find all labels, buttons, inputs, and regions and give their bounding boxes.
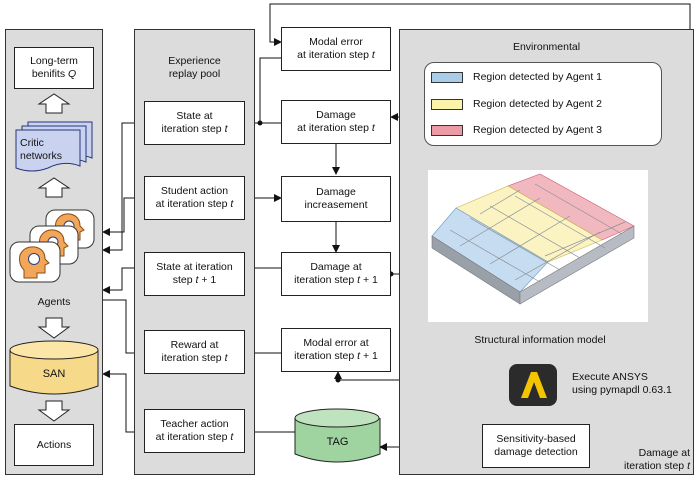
sensitivity-detection-box: Sensitivity-based damage detection <box>482 424 590 468</box>
environmental-title: Environmental <box>512 41 581 53</box>
agents-panel <box>5 29 103 475</box>
legend-item-agent-2: Region detected by Agent 2 <box>431 97 602 111</box>
legend-swatch-agent-2 <box>431 98 463 110</box>
replay-pool-title: Experience replay pool <box>168 55 221 80</box>
state-box: State at iteration step t <box>144 101 245 145</box>
damage-output-label: Damage at iteration step t <box>624 447 690 472</box>
legend-item-agent-1: Region detected by Agent 1 <box>431 70 602 84</box>
benefits-line2: benifits Q <box>31 68 77 80</box>
region-legend: Region detected by Agent 1 Region detect… <box>424 62 662 146</box>
teacher-action-box: Teacher action at iteration step t <box>144 409 245 453</box>
state-next-box: State at iteration step t + 1 <box>144 252 245 296</box>
student-action-box: Student action at iteration step t <box>144 176 245 220</box>
legend-swatch-agent-3 <box>431 124 463 136</box>
legend-swatch-agent-1 <box>431 71 463 83</box>
ansys-caption: Execute ANSYS using pymapdl 0.63.1 <box>572 371 672 396</box>
reward-box: Reward at iteration step t <box>144 330 245 374</box>
san-label: SAN <box>42 368 66 380</box>
long-term-benefits-box: Long-term benifits Q <box>14 47 94 89</box>
tag-label: TAG <box>326 436 349 448</box>
damage-box: Damage at iteration step t <box>281 100 391 144</box>
damage-increasement-box: Damage increasement <box>281 176 391 222</box>
modal-error-next-box: Modal error at iteration step t + 1 <box>281 328 391 372</box>
damage-next-box: Damage at iteration step t + 1 <box>281 252 391 296</box>
critic-networks-label: Critic networks <box>20 137 63 162</box>
legend-item-agent-3: Region detected by Agent 3 <box>431 123 602 137</box>
actions-box: Actions <box>14 424 94 466</box>
benefits-line1: Long-term <box>30 55 78 67</box>
modal-error-box: Modal error at iteration step t <box>281 27 391 71</box>
agents-label: Agents <box>37 296 71 308</box>
structural-model-caption: Structural information model <box>474 334 606 346</box>
